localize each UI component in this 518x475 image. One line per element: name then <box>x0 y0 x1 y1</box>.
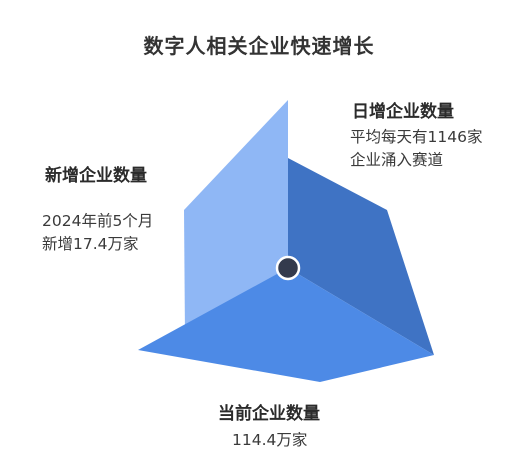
current-companies-line-1: 114.4万家 <box>232 431 308 449</box>
current-companies-heading: 当前企业数量 <box>218 404 320 424</box>
bottom-panel <box>138 268 434 382</box>
left-panel <box>184 100 288 338</box>
new-companies-line-2: 新增17.4万家 <box>42 235 139 253</box>
daily-companies-line-1: 平均每天有1146家 <box>350 128 483 146</box>
new-companies-line-1: 2024年前5个月 <box>42 212 154 230</box>
daily-companies-heading: 日增企业数量 <box>352 102 454 122</box>
page-title: 数字人相关企业快速增长 <box>143 34 375 58</box>
daily-companies-line-2: 企业涌入赛道 <box>350 151 444 169</box>
center-dot <box>275 255 301 281</box>
new-companies-heading: 新增企业数量 <box>45 166 147 186</box>
right-panel <box>288 158 434 355</box>
